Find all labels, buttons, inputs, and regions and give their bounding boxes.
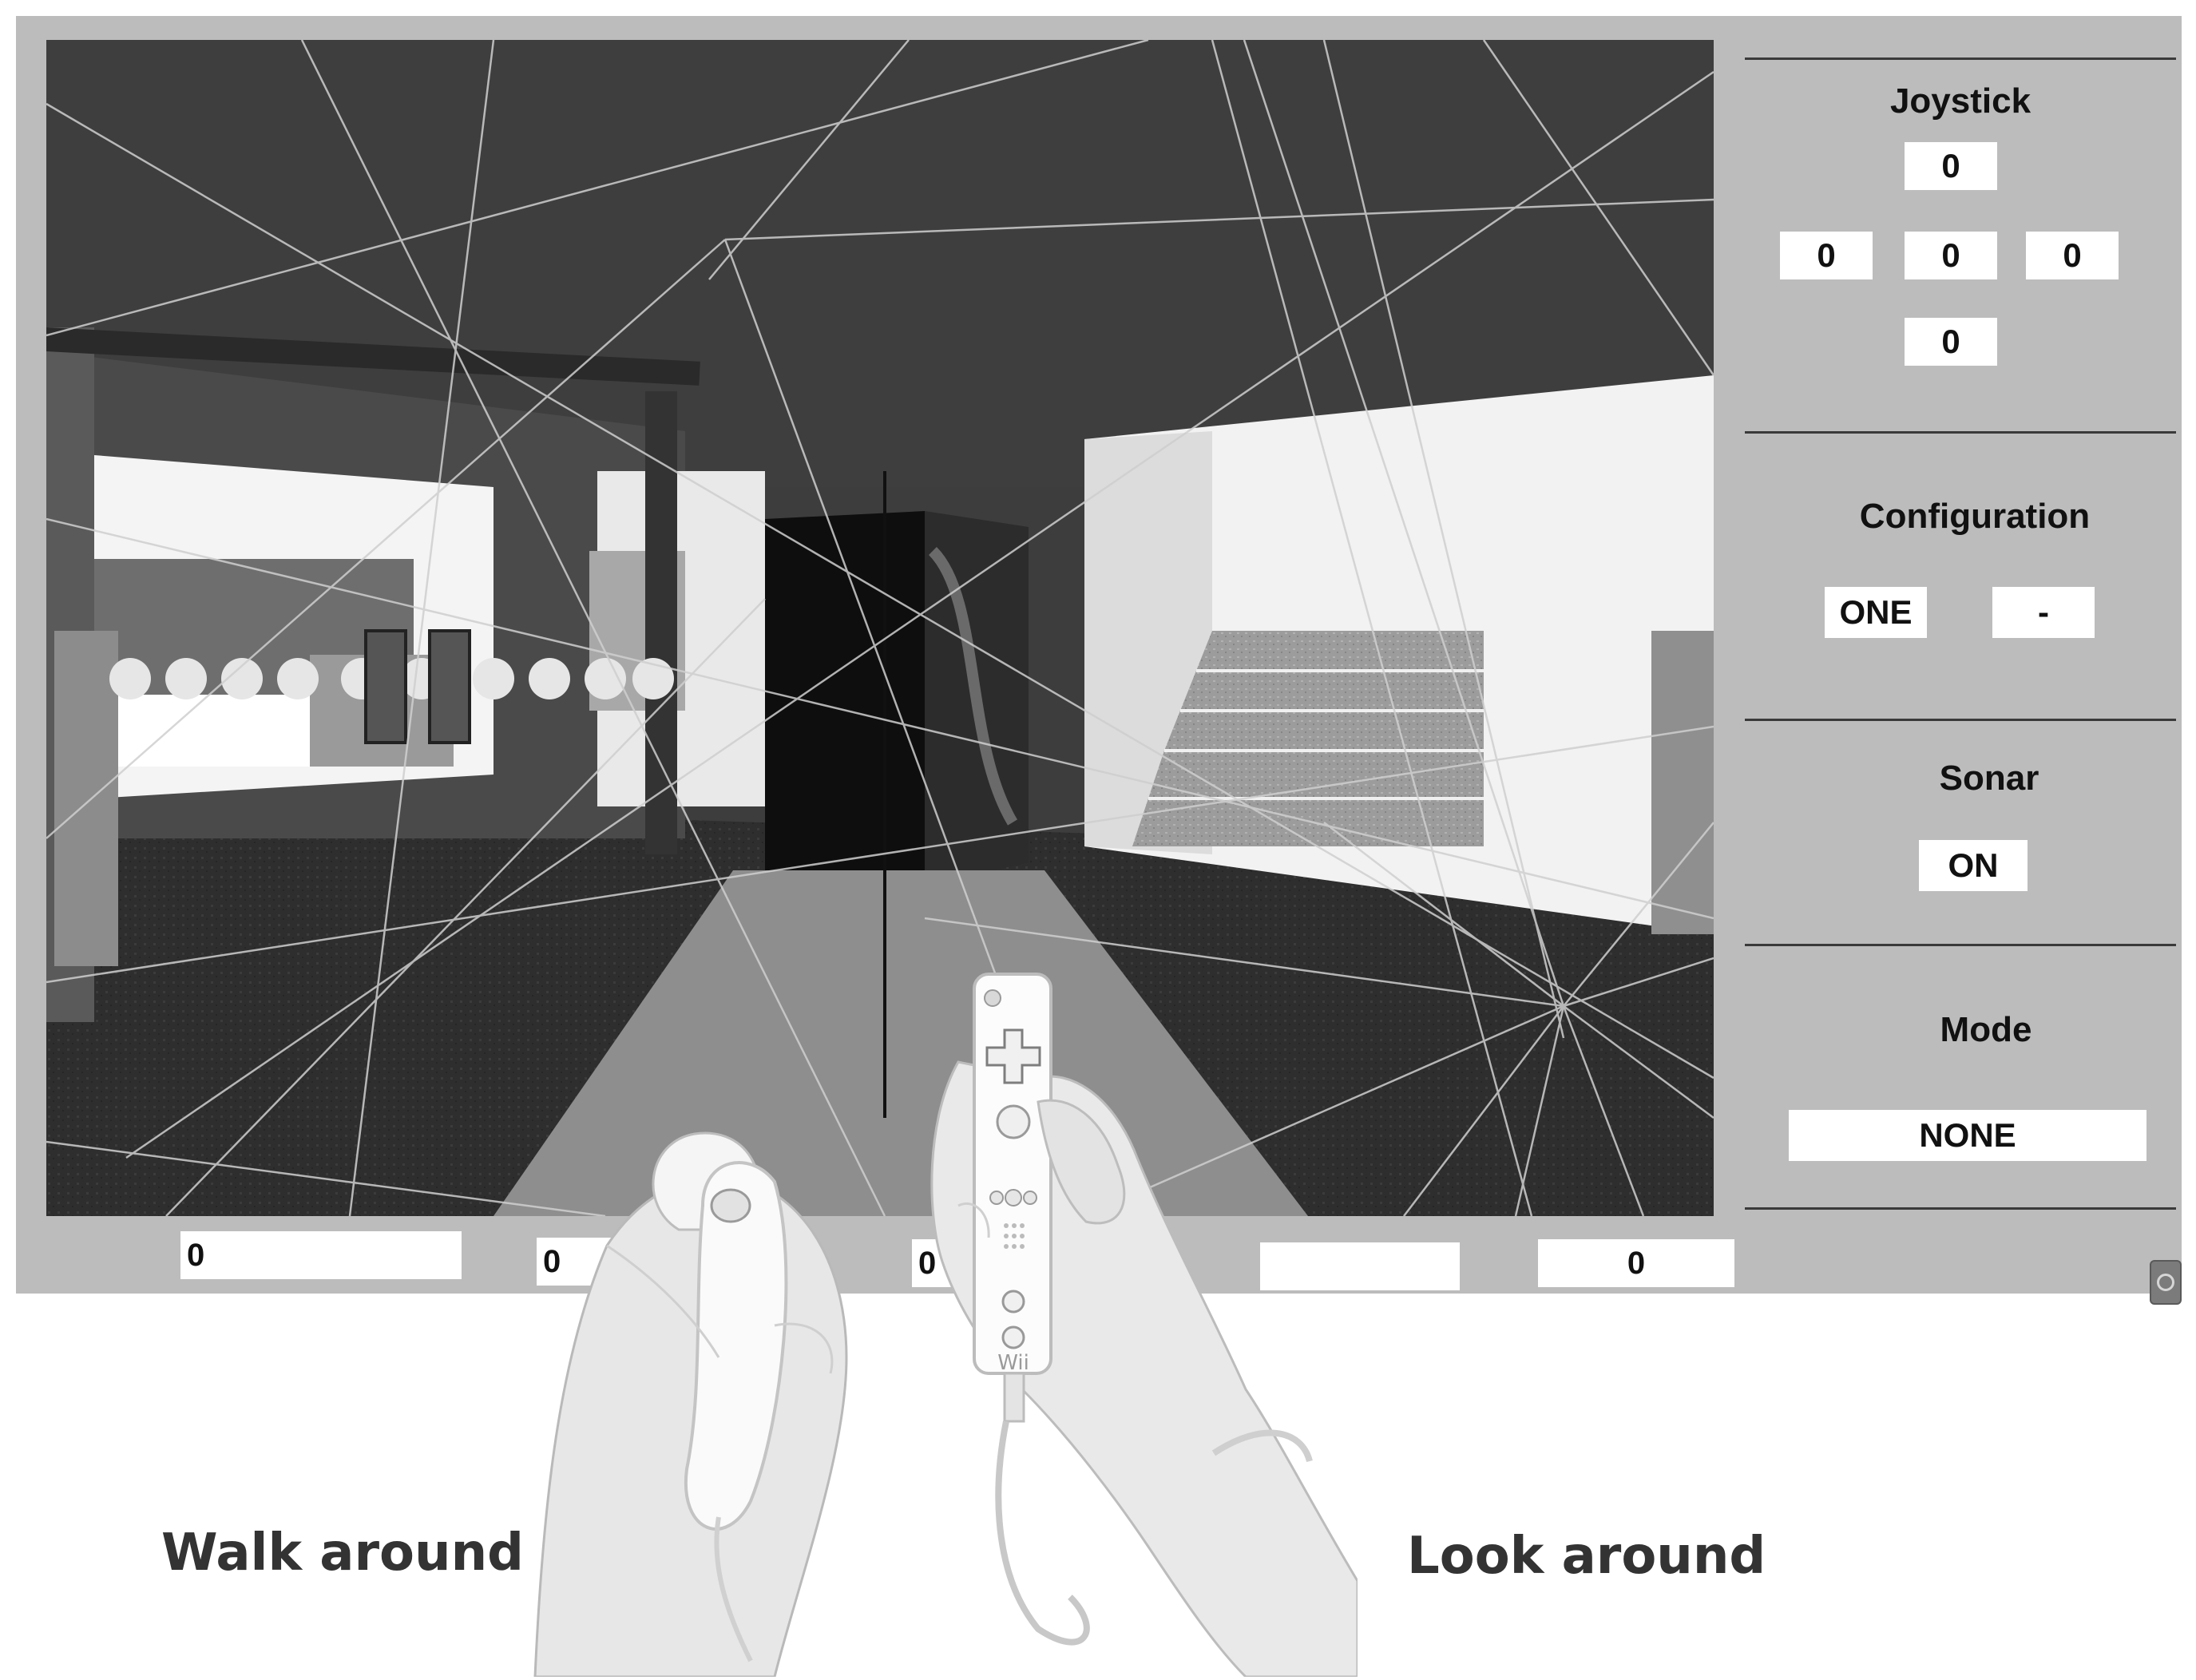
power-button[interactable] [2150,1260,2182,1305]
configuration-title: Configuration [1859,497,2091,536]
wii-controller-illustration: Wii [533,973,1358,1677]
mode-title: Mode [1940,1010,2032,1049]
joystick-up-value: 0 [1905,142,1997,190]
joystick-left-value: 0 [1780,232,1873,279]
power-icon [2157,1274,2174,1291]
status-field-5: 0 [1538,1239,1734,1287]
look-around-caption: Look around [1407,1527,1766,1586]
joystick-down-value: 0 [1905,318,1997,366]
wii-logo: Wii [997,1351,1029,1375]
configuration-value: ONE [1825,587,1927,638]
walk-around-caption: Walk around [161,1523,524,1583]
panel-divider [1745,431,2176,434]
panel-divider [1745,944,2176,946]
sonar-title: Sonar [1939,759,2039,798]
joystick-right-value: 0 [2026,232,2119,279]
mode-value: NONE [1789,1110,2146,1161]
configuration-secondary-value: - [1992,587,2095,638]
panel-divider [1745,719,2176,721]
status-panel: Joystick 0 0 0 0 0 Configuration ONE - S… [1745,40,2176,1230]
sonar-value: ON [1919,840,2028,891]
simulator-window: Joystick 0 0 0 0 0 Configuration ONE - S… [16,16,2182,1305]
joystick-title: Joystick [1889,81,2031,121]
panel-divider [1745,57,2176,60]
status-field-1: 0 [180,1231,462,1279]
status-field-4 [1260,1242,1460,1290]
panel-divider [1745,1207,2176,1210]
joystick-center-value: 0 [1905,232,1997,279]
